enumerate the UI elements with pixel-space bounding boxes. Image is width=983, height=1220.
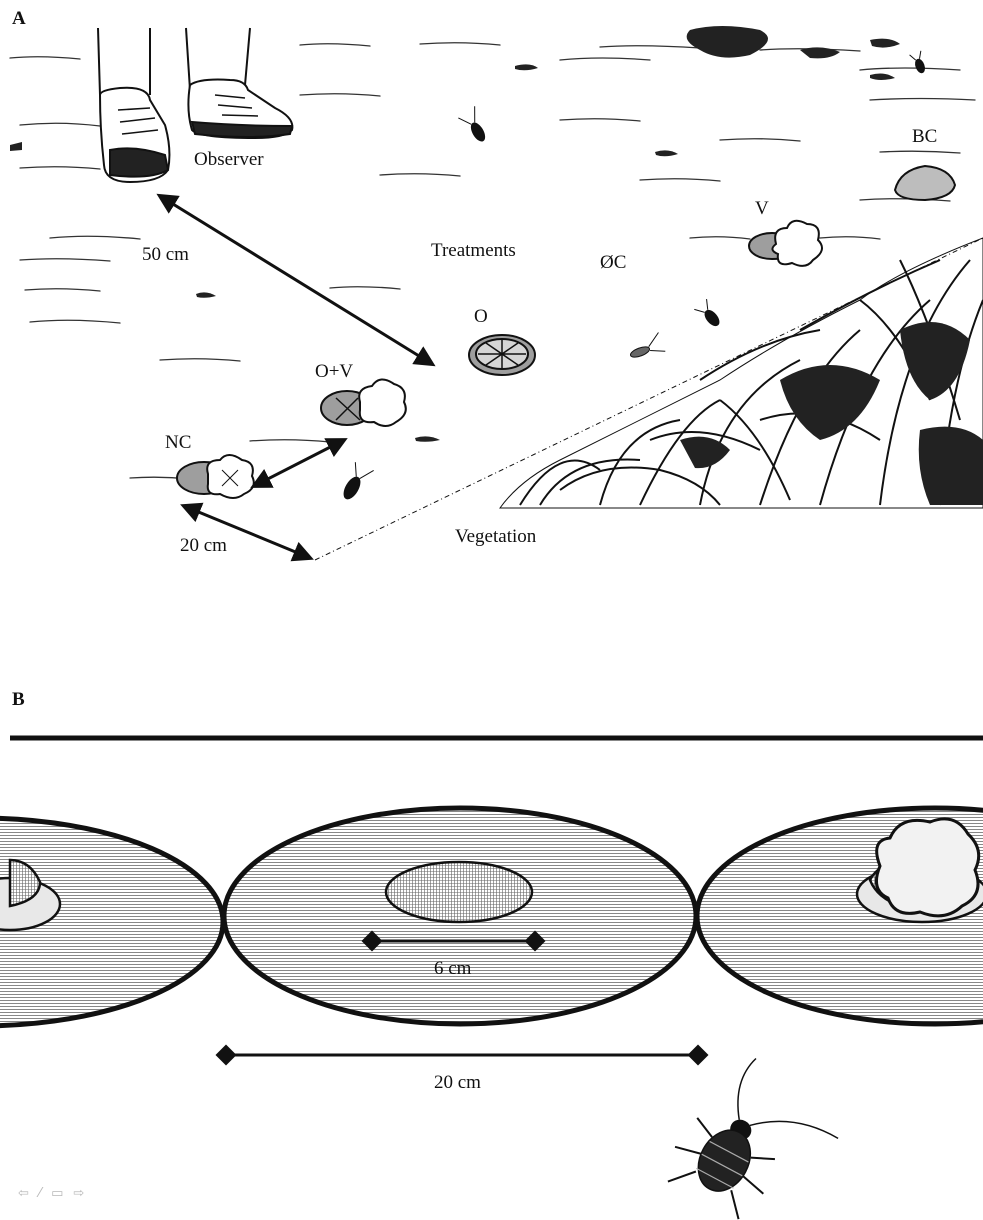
ov-label: O+V bbox=[315, 361, 353, 382]
arrow-plate-spacing bbox=[254, 440, 344, 486]
v-label: V bbox=[755, 198, 769, 219]
next-arrow-icon[interactable]: ⇨ bbox=[73, 1186, 84, 1201]
cockroach-icon bbox=[337, 460, 373, 503]
o-label: O bbox=[474, 306, 488, 327]
treatment-nc bbox=[177, 455, 254, 498]
treatment-v bbox=[749, 221, 822, 266]
dish-center bbox=[224, 808, 696, 1024]
slide-navigation: ⇦ ⁄ ▭ ⇨ bbox=[18, 1186, 84, 1201]
distance-20cm-label: 20 cm bbox=[180, 535, 227, 556]
arrow-50cm bbox=[160, 196, 432, 364]
panel-a: A Observer 50 cm Treatments BC V ØC O O+… bbox=[10, 8, 983, 560]
observer-label: Observer bbox=[194, 149, 264, 170]
bc-label: BC bbox=[912, 126, 937, 147]
treatment-ov bbox=[321, 379, 406, 426]
distance-20cm-b-label: 20 cm bbox=[434, 1072, 481, 1093]
panel-a-label: A bbox=[12, 8, 26, 29]
cockroach-icon bbox=[694, 299, 724, 330]
nc-label: NC bbox=[165, 432, 191, 453]
oc-label: ØC bbox=[600, 252, 626, 273]
vegetation-illustration bbox=[315, 238, 983, 560]
distance-50cm-label: 50 cm bbox=[142, 244, 189, 265]
dish-right bbox=[697, 808, 983, 1024]
treatments-label: Treatments bbox=[431, 240, 516, 261]
cockroach-icon bbox=[910, 51, 928, 75]
treatment-o bbox=[469, 335, 535, 375]
pen-icon[interactable]: ⁄ bbox=[39, 1186, 41, 1201]
vegetation-label: Vegetation bbox=[455, 526, 537, 547]
menu-icon[interactable]: ▭ bbox=[51, 1186, 63, 1201]
panel-b-label: B bbox=[12, 689, 25, 710]
distance-arrows bbox=[160, 196, 432, 558]
panel-b: B 6 cm 20 cm bbox=[0, 689, 983, 1220]
treatment-bc bbox=[895, 166, 955, 200]
cockroach-icon bbox=[457, 106, 491, 145]
distance-6cm-label: 6 cm bbox=[434, 958, 472, 979]
cockroach-icon bbox=[659, 1044, 853, 1220]
dish-left bbox=[0, 818, 223, 1026]
previous-arrow-icon[interactable]: ⇦ bbox=[18, 1186, 29, 1201]
cockroach-icon bbox=[626, 333, 665, 363]
